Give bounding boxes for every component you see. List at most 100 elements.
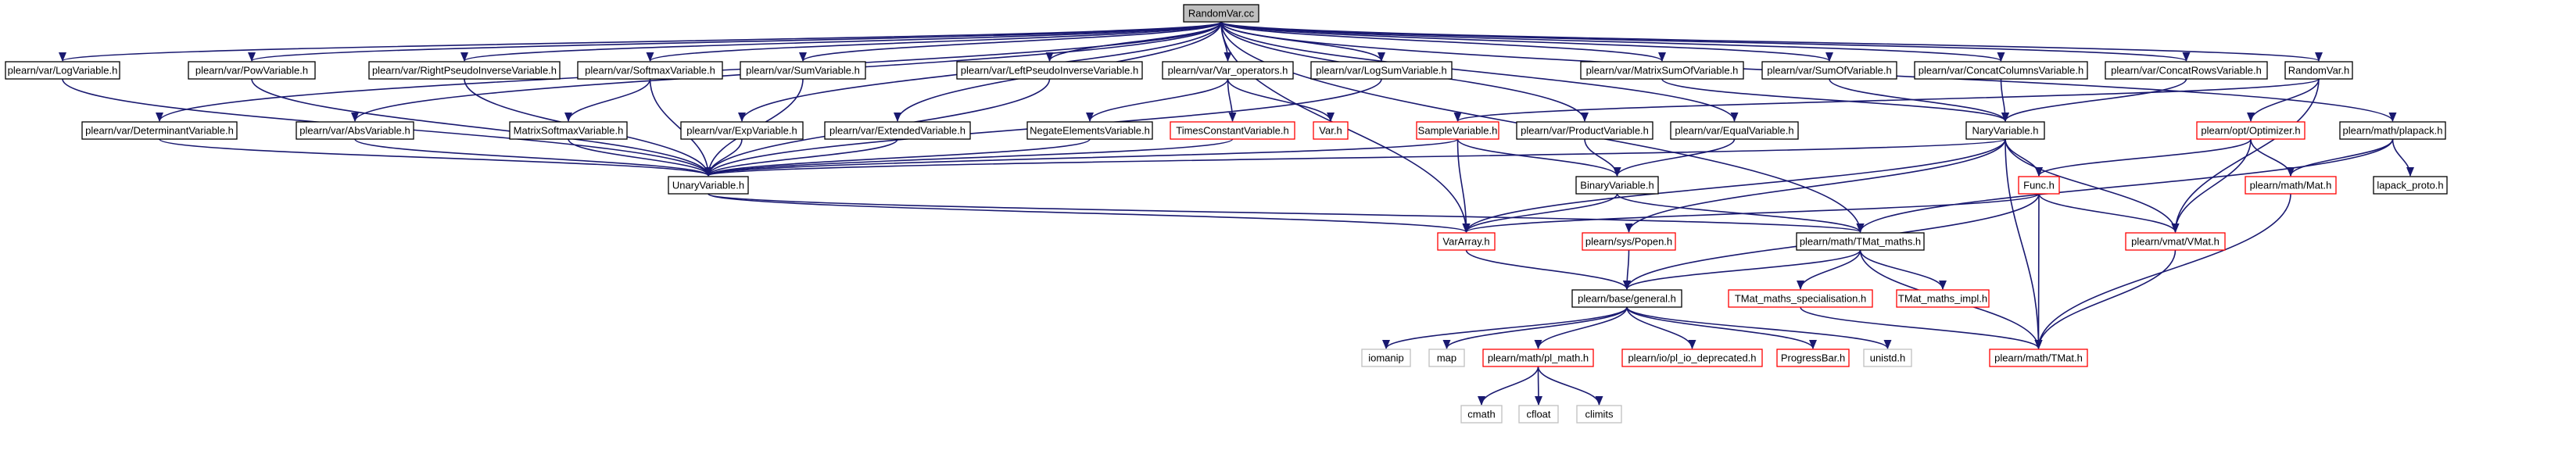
- node-pl_math[interactable]: plearn/math/pl_math.h: [1482, 349, 1594, 367]
- node-box: [509, 121, 628, 140]
- node-popen[interactable]: plearn/sys/Popen.h: [1582, 232, 1676, 251]
- node-leftpseudo[interactable]: plearn/var/LeftPseudoInverseVariable.h: [956, 61, 1143, 80]
- node-optimizer[interactable]: plearn/opt/Optimizer.h: [2196, 121, 2306, 140]
- node-extendedvariable[interactable]: plearn/var/ExtendedVariable.h: [824, 121, 971, 140]
- edge-pl_math-to-cmath: [1478, 366, 1539, 406]
- node-box: [740, 61, 866, 80]
- edge-randomvar_cc-to-concatrows: [1220, 21, 2190, 62]
- edge-var_operators-to-timesconstant: [1227, 78, 1237, 122]
- edge-samplevariable-to-vararray: [1456, 138, 1471, 233]
- node-label: cfloat: [1526, 409, 1550, 420]
- edge-general-to-iomanip: [1382, 306, 1628, 349]
- node-label: NaryVariable.h: [1972, 125, 2038, 137]
- edge-tmat_maths-to-tmat_impl: [1859, 249, 1947, 290]
- node-vararray[interactable]: VarArray.h: [1437, 232, 1496, 251]
- node-determinant[interactable]: plearn/var/DeterminantVariable.h: [81, 121, 238, 140]
- edge-randomvar_cc-to-randomvar_h: [1220, 21, 2323, 62]
- node-label: plearn/math/Mat.h: [2250, 180, 2332, 191]
- node-concatrows[interactable]: plearn/var/ConcatRowsVariable.h: [2105, 61, 2268, 80]
- node-label: cmath: [1467, 409, 1495, 420]
- node-label: Var.h: [1319, 125, 1342, 137]
- node-plapack[interactable]: plearn/math/plapack.h: [2339, 121, 2446, 140]
- edge-extendedvariable-to-unaryvariable: [704, 138, 898, 177]
- edge-general-to-unistd: [1626, 306, 1892, 349]
- edge-concatrows-to-naryvariable: [2001, 78, 2187, 122]
- node-label: plearn/math/TMat_maths.h: [1800, 236, 1921, 248]
- edge-determinant-to-unaryvariable: [159, 138, 712, 177]
- node-logsumvariable[interactable]: plearn/var/LogSumVariable.h: [1310, 61, 1453, 80]
- node-unaryvariable[interactable]: UnaryVariable.h: [668, 176, 749, 195]
- node-label: plearn/sys/Popen.h: [1585, 236, 1672, 248]
- node-sumvariable[interactable]: plearn/var/SumVariable.h: [740, 61, 866, 80]
- node-box: [1761, 61, 1897, 80]
- node-box: [2245, 176, 2337, 195]
- node-label: TMat_maths_specialisation.h: [1735, 293, 1866, 305]
- node-binaryvariable[interactable]: BinaryVariable.h: [1575, 176, 1659, 195]
- node-label: SampleVariable.h: [1418, 125, 1498, 137]
- node-naryvariable[interactable]: NaryVariable.h: [1965, 121, 2045, 140]
- node-softmaxvariable[interactable]: plearn/var/SoftmaxVariable.h: [577, 61, 723, 80]
- edge-func-to-tmat: [2034, 193, 2043, 349]
- node-progressbar[interactable]: ProgressBar.h: [1776, 349, 1850, 367]
- edge-softmaxvariable-to-unaryvariable: [649, 78, 712, 177]
- node-timesconstant[interactable]: TimesConstantVariable.h: [1170, 121, 1295, 140]
- node-box: [2196, 121, 2306, 140]
- node-label: plearn/var/SumVariable.h: [746, 65, 860, 77]
- node-samplevariable[interactable]: SampleVariable.h: [1416, 121, 1499, 140]
- node-rightpseudo[interactable]: plearn/var/RightPseudoInverseVariable.h: [368, 61, 561, 80]
- node-label: plearn/math/TMat.h: [1994, 352, 2083, 364]
- node-equalvariable[interactable]: plearn/var/EqualVariable.h: [1670, 121, 1799, 140]
- node-label: plearn/var/Var_operators.h: [1168, 65, 1288, 77]
- node-box: [1310, 61, 1453, 80]
- node-tmat_maths[interactable]: plearn/math/TMat_maths.h: [1796, 232, 1925, 251]
- node-matrixsoftmax[interactable]: MatrixSoftmaxVariable.h: [509, 121, 628, 140]
- node-tmat_impl[interactable]: TMat_maths_impl.h: [1896, 289, 1990, 308]
- node-expvariable[interactable]: plearn/var/ExpVariable.h: [680, 121, 804, 140]
- node-box: [2125, 232, 2226, 251]
- node-vmat[interactable]: plearn/vmat/VMat.h: [2125, 232, 2226, 251]
- edge-samplevariable-to-binaryvariable: [1456, 138, 1621, 177]
- node-tmat[interactable]: plearn/math/TMat.h: [1989, 349, 2088, 367]
- node-box: [81, 121, 238, 140]
- node-label: TMat_maths_impl.h: [1898, 293, 1987, 305]
- node-label: plearn/var/PowVariable.h: [195, 65, 308, 77]
- edge-randomvar_cc-to-sumvariable: [799, 21, 1222, 62]
- node-box: [1183, 4, 1259, 23]
- node-matrixsumof[interactable]: plearn/var/MatrixSumOfVariable.h: [1580, 61, 1744, 80]
- node-lapack_proto[interactable]: lapack_proto.h: [2373, 176, 2448, 195]
- node-sumofvariable[interactable]: plearn/var/SumOfVariable.h: [1761, 61, 1897, 80]
- node-randomvar_h[interactable]: RandomVar.h: [2284, 61, 2353, 80]
- node-logvariable[interactable]: plearn/var/LogVariable.h: [5, 61, 120, 80]
- node-pl_io_deprecated[interactable]: plearn/io/pl_io_deprecated.h: [1621, 349, 1763, 367]
- node-label: plearn/var/RightPseudoInverseVariable.h: [372, 65, 557, 77]
- node-powvariable[interactable]: plearn/var/PowVariable.h: [188, 61, 316, 80]
- node-box: [1576, 405, 1622, 424]
- node-box: [1361, 349, 1411, 367]
- edge-concatcolumns-to-naryvariable: [2000, 78, 2009, 122]
- node-tmat_spec[interactable]: TMat_maths_specialisation.h: [1728, 289, 1873, 308]
- node-label: plearn/var/SumOfVariable.h: [1767, 65, 1891, 77]
- node-general[interactable]: plearn/base/general.h: [1571, 289, 1682, 308]
- edge-powvariable-to-unaryvariable: [251, 78, 712, 177]
- node-absvariable[interactable]: plearn/var/AbsVariable.h: [296, 121, 414, 140]
- node-label: plearn/base/general.h: [1578, 293, 1676, 305]
- node-negateelements[interactable]: NegateElementsVariable.h: [1026, 121, 1153, 140]
- edge-vararray-to-general: [1465, 249, 1631, 290]
- node-label: plearn/math/plapack.h: [2343, 125, 2443, 137]
- node-concatcolumns[interactable]: plearn/var/ConcatColumnsVariable.h: [1914, 61, 2088, 80]
- node-var_h[interactable]: Var.h: [1313, 121, 1349, 140]
- node-label: climits: [1585, 409, 1614, 420]
- node-label: NegateElementsVariable.h: [1030, 125, 1150, 137]
- node-productvariable[interactable]: plearn/var/ProductVariable.h: [1516, 121, 1653, 140]
- node-mat[interactable]: plearn/math/Mat.h: [2245, 176, 2337, 195]
- node-label: plearn/var/LogVariable.h: [8, 65, 118, 77]
- node-var_operators[interactable]: plearn/var/Var_operators.h: [1162, 61, 1294, 80]
- node-box: [2018, 176, 2060, 195]
- node-box: [1728, 289, 1873, 308]
- edge-naryvariable-to-vmat: [2005, 138, 2180, 233]
- edge-tmat_maths-to-general: [1623, 249, 1861, 290]
- node-randomvar_cc[interactable]: RandomVar.cc: [1183, 4, 1259, 23]
- node-label: MatrixSoftmaxVariable.h: [514, 125, 624, 137]
- node-func[interactable]: Func.h: [2018, 176, 2060, 195]
- node-map: map: [1428, 349, 1465, 367]
